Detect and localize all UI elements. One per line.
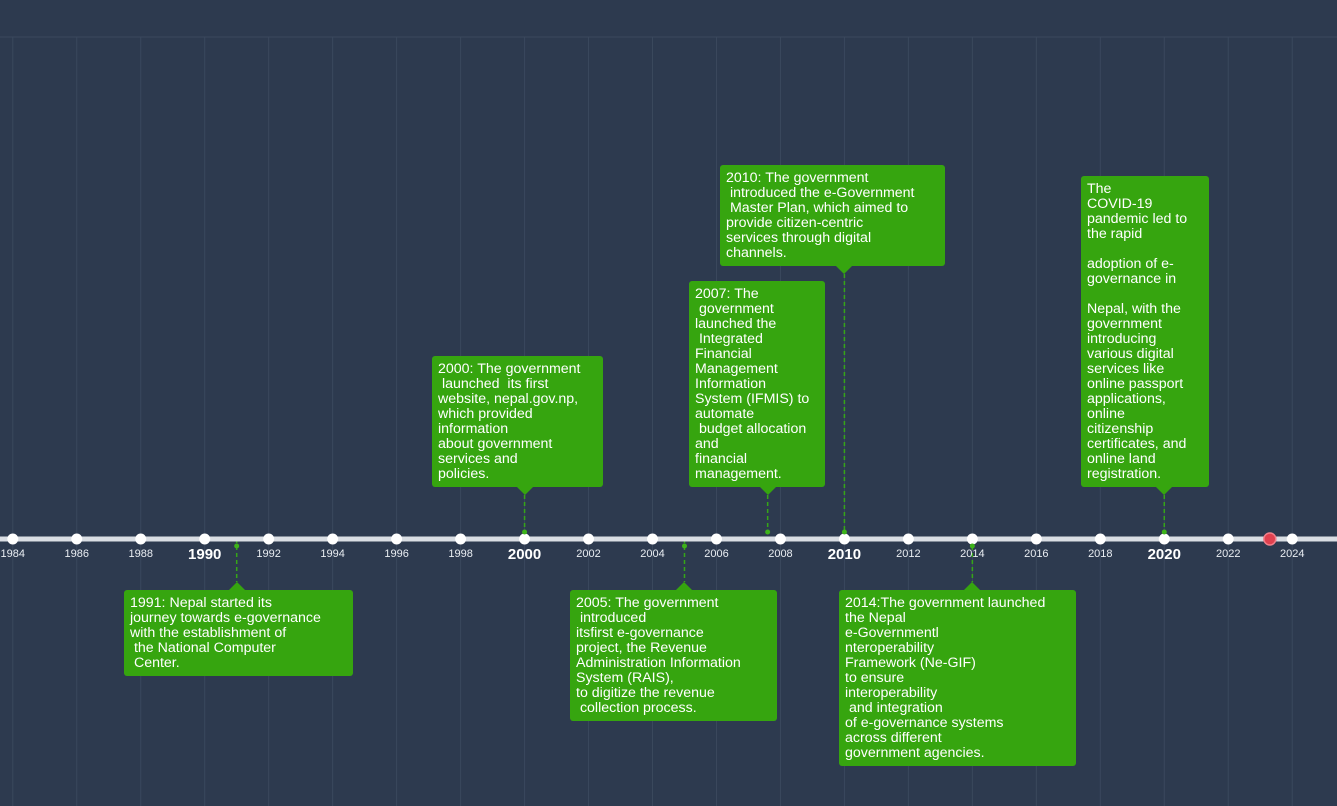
event-card-e2005[interactable]: 2005: The government introduced itsfirst… [570, 582, 777, 721]
tick-label-2000: 2000 [508, 546, 541, 563]
tick-dot-2004 [647, 533, 659, 545]
tick-dot-2024 [1286, 533, 1298, 545]
tick-dot-1998 [455, 533, 467, 545]
tick-dot-2016 [1030, 533, 1042, 545]
tick-label-2002: 2002 [576, 548, 600, 560]
tick-dot-1984 [7, 533, 19, 545]
tick-dot-2000 [519, 533, 531, 545]
tick-dot-1992 [263, 533, 275, 545]
tick-label-2012: 2012 [896, 548, 920, 560]
tick-label-2010: 2010 [828, 546, 861, 563]
tick-dot-2018 [1094, 533, 1106, 545]
tick-dot-2020 [1158, 533, 1170, 545]
tick-dot-1990 [199, 533, 211, 545]
tick-dot-1996 [391, 533, 403, 545]
tick-label-2008: 2008 [768, 548, 792, 560]
tick-label-1990: 1990 [188, 546, 221, 563]
event-dot-e2020 [1161, 529, 1167, 535]
tick-label-2006: 2006 [704, 548, 728, 560]
tick-label-1984: 1984 [1, 548, 25, 560]
tick-dot-1988 [135, 533, 147, 545]
event-card-e2010[interactable]: 2010: The government introduced the e-Go… [720, 165, 945, 274]
tick-label-2024: 2024 [1280, 548, 1304, 560]
tick-label-1996: 1996 [384, 548, 408, 560]
tick-dot-2012 [902, 533, 914, 545]
tick-label-2018: 2018 [1088, 548, 1112, 560]
tick-dot-2022 [1222, 533, 1234, 545]
tick-label-1988: 1988 [128, 548, 152, 560]
event-dot-e2010 [841, 529, 847, 535]
tick-dot-1986 [71, 533, 83, 545]
timeline-ticks: 1984 1986 1988 1990 1992 1994 1996 1998 2000 2002… [1, 533, 1304, 563]
tick-label-1986: 1986 [65, 548, 89, 560]
tick-label-2020: 2020 [1148, 546, 1181, 563]
tick-label-1992: 1992 [256, 548, 280, 560]
tick-dot-2014 [966, 533, 978, 545]
event-dot-e2000 [522, 529, 528, 535]
today-marker[interactable] [1263, 532, 1277, 546]
tick-label-2004: 2004 [640, 548, 664, 560]
event-dot-e1991 [234, 543, 240, 549]
tick-label-2022: 2022 [1216, 548, 1240, 560]
event-card-e2007[interactable]: 2007: The government launched the Integr… [689, 281, 825, 495]
tick-dot-2010 [838, 533, 850, 545]
event-markers [234, 529, 1277, 549]
tick-dot-2008 [774, 533, 786, 545]
event-card-e2000[interactable]: 2000: The government launched its first … [432, 356, 603, 495]
event-card-e1991[interactable]: 1991: Nepal started its journey towards … [124, 582, 353, 676]
tick-label-2016: 2016 [1024, 548, 1048, 560]
event-card-e2020[interactable]: The COVID-19 pandemic led to the rapid a… [1081, 176, 1209, 495]
tick-dot-2002 [583, 533, 595, 545]
tick-label-2014: 2014 [960, 548, 984, 560]
event-dot-e2005 [681, 543, 687, 549]
tick-dot-2006 [710, 533, 722, 545]
tick-dot-1994 [327, 533, 339, 545]
event-card-e2014[interactable]: 2014:The government launched the Nepal e… [839, 582, 1076, 766]
event-dot-e2014 [969, 543, 975, 549]
tick-label-1998: 1998 [448, 548, 472, 560]
tick-label-1994: 1994 [320, 548, 344, 560]
event-dot-e2007 [765, 529, 771, 535]
